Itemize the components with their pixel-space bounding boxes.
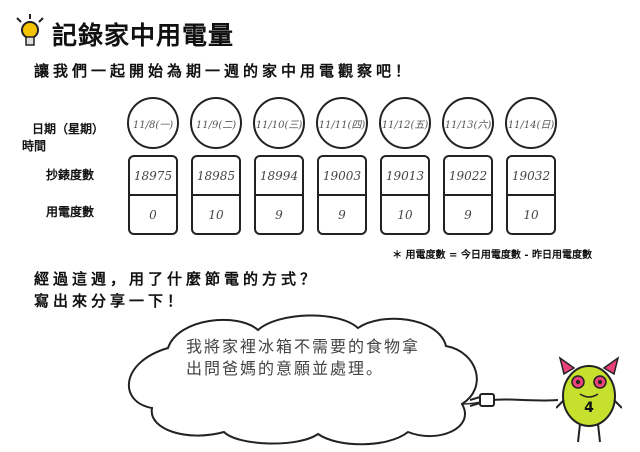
- speech-cloud: [127, 314, 491, 446]
- question-line-1: 經過這週，用了什麼節電的方式？: [34, 270, 320, 288]
- usage-value: 10: [508, 194, 554, 233]
- date-circle: 11/10(三): [253, 97, 305, 149]
- date-circle: 11/11(四): [316, 97, 368, 149]
- lightbulb-icon: [16, 14, 44, 46]
- reading-box: 18985 10: [191, 155, 241, 235]
- mascot-monster: [556, 356, 622, 443]
- reading-box: 18975 0: [128, 155, 178, 235]
- date-circle: 11/12(五): [379, 97, 431, 149]
- meter-value: 19022: [448, 168, 488, 183]
- plug-icon: [470, 393, 559, 407]
- answer-text: 我將家裡冰箱不需要的食物拿出問爸媽的意願並處理。: [186, 337, 421, 378]
- meter-value: 18985: [196, 168, 236, 183]
- meter-value: 19032: [511, 168, 551, 183]
- reading-box: 19032 10: [506, 155, 556, 235]
- mascot-number: 4: [584, 400, 594, 416]
- usage-value: 9: [445, 194, 491, 233]
- usage-value: 0: [130, 194, 176, 233]
- date-label: 日期（星期） 時間: [22, 122, 104, 153]
- usage-value: 10: [193, 194, 239, 233]
- meter-value: 19013: [385, 168, 425, 183]
- date-circle: 11/8(一): [127, 97, 179, 149]
- intro-text: 讓我們一起開始為期一週的家中用電觀察吧！: [34, 62, 415, 80]
- usage-value: 10: [382, 194, 428, 233]
- date-circle: 11/13(六): [442, 97, 494, 149]
- usage-label: 用電度數: [45, 205, 94, 219]
- formula-note: ＊ 用電度數 = 今日用電度數 - 昨日用電度數: [392, 250, 592, 261]
- reading-box: 19013 10: [380, 155, 430, 235]
- reading-box: 18994 9: [254, 155, 304, 235]
- date-circle: 11/14(日): [505, 97, 557, 149]
- meter-value: 18994: [259, 168, 299, 183]
- date-circle: 11/9(二): [190, 97, 242, 149]
- meter-value: 18975: [133, 168, 173, 183]
- reading-box: 19003 9: [317, 155, 367, 235]
- usage-value: 9: [319, 194, 365, 233]
- usage-value: 9: [256, 194, 302, 233]
- question-line-2: 寫出來分享一下！: [34, 292, 187, 310]
- page-title: 記錄家中用電量: [52, 21, 235, 50]
- meter-value: 19003: [322, 168, 362, 183]
- meter-label: 抄錶度數: [45, 168, 94, 182]
- reading-box: 19022 9: [443, 155, 493, 235]
